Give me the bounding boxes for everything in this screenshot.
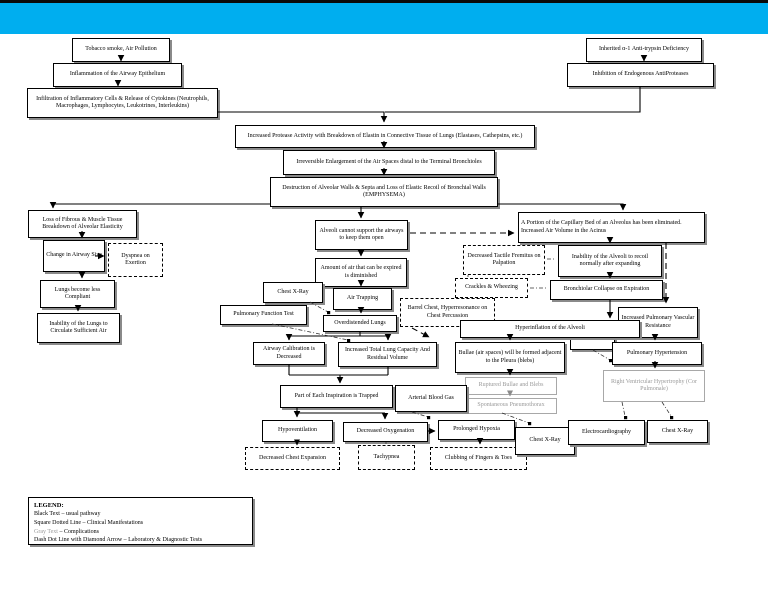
node-decreased-oxygenation: Decreased Oxygenation — [343, 422, 428, 442]
node-prolonged-hypoxia: Prolonged Hypoxia — [438, 420, 515, 440]
legend-gray-text: Gray Text — [34, 528, 58, 535]
node-inspiration-trapped: Part of Each Inspiration is Trapped — [280, 385, 393, 408]
node-alveoli-cannot-recoil: Inability of the Alveoli to recoil norma… — [558, 245, 662, 277]
legend-title: LEGEND: — [34, 502, 64, 509]
node-chest-xray-2: Chest X-Ray — [515, 427, 575, 455]
node-ruptured-bullae: Ruptured Bullae and Blebs — [465, 377, 557, 395]
legend-box: LEGEND: Black Text – usual pathway Squar… — [28, 497, 253, 545]
node-cor-pulmonale: Right Ventricular Hypertrophy (Cor Pulmo… — [603, 370, 705, 402]
node-capillary-bed-eliminated: A Portion of the Capillary Bed of an Alv… — [518, 212, 705, 243]
node-electrocardiography: Electrocardiography — [568, 420, 645, 445]
node-antitrypsin-deficiency: Inherited α-1 Anti-trypsin Deficiency — [586, 38, 702, 62]
node-decreased-tactile-fremitus: Decreased Tactile Fremitus on Palpation — [463, 245, 545, 275]
node-expired-air-diminished: Amount of air that can be expired is dim… — [315, 258, 407, 287]
node-clubbing: Clubbing of Fingers & Toes — [430, 447, 527, 470]
node-inflammatory-cells: Infiltration of Inflammatory Cells & Rel… — [27, 88, 218, 118]
node-protease-activity: Increased Protease Activity with Breakdo… — [235, 125, 535, 148]
node-increased-tlc: Increased Total Lung Capacity And Residu… — [338, 342, 437, 367]
node-overdistended-lungs: Overdistended Lungs — [323, 315, 397, 332]
top-rule — [0, 0, 768, 3]
node-loss-fibrous-tissue: Loss of Fibrous & Muscle Tissue Breakdow… — [28, 210, 137, 238]
node-emphysema: Destruction of Alveolar Walls & Septa an… — [270, 177, 498, 207]
node-chest-xray-1: Chest X-Ray — [263, 282, 323, 303]
node-inability-circulate-air: Inability of the Lungs to Circulate Suff… — [37, 313, 120, 343]
legend-complications-text: – Complications — [57, 528, 99, 535]
node-bullae-formation: Bullae (air spaces) will be formed adjac… — [455, 342, 565, 373]
node-antiprotease-inhibition: Inhibition of Endogenous AntiProteases — [567, 63, 714, 87]
header-bar — [0, 3, 768, 34]
node-alveoli-cannot-support: Alveoli cannot support the airways to ke… — [315, 220, 408, 250]
legend-usual-pathway: Black Text – usual pathway — [34, 511, 101, 518]
node-decreased-chest-expansion: Decreased Chest Expansion — [245, 447, 340, 470]
node-dyspnea-on-exertion: Dyspnea on Exertion — [108, 243, 163, 277]
legend-complications: Gray Text – Complications — [34, 528, 247, 537]
node-arterial-blood-gas: Arterial Blood Gas — [395, 385, 467, 412]
node-airway-calibration-decreased: Airway Calibration is Decreased — [253, 342, 325, 365]
node-crackles-wheezing: Crackles & Wheezing — [455, 278, 528, 298]
node-tobacco-smoke: Tobacco smoke, Air Pollution — [72, 38, 170, 62]
node-bronchiolar-collapse: Bronchiolar Collapse on Expiration — [550, 280, 663, 300]
node-pulmonary-function-test: Pulmonary Function Test — [220, 305, 307, 325]
node-barrel-chest: Barrel Chest, Hyperresonance on Chest Pe… — [400, 298, 495, 327]
node-change-airway-size: Change in Airway Size — [43, 240, 105, 272]
legend-clinical-manifestations: Square Dotted Line – Clinical Manifestat… — [34, 520, 144, 527]
node-lungs-less-compliant: Lungs become less Compliant — [40, 280, 115, 308]
node-hyperinflation-alveoli: Hyperinflation of the Alveoli — [460, 320, 640, 338]
node-tachypnea: Tachypnea — [358, 445, 415, 470]
node-chest-xray-3: Chest X-Ray — [647, 420, 708, 443]
node-hypoventilation: Hypoventilation — [262, 420, 333, 442]
node-airway-inflammation: Inflammation of the Airway Epithelium — [53, 63, 182, 87]
node-pulmonary-hypertension: Pulmonary Hypertension — [612, 342, 702, 365]
legend-lab-tests: Dash Dot Line with Diamond Arrow – Labor… — [34, 537, 203, 544]
node-airspace-enlargement: Irreversible Enlargement of the Air Spac… — [283, 150, 495, 175]
node-spontaneous-pneumothorax: Spontaneous Pneumothorax — [465, 398, 557, 414]
node-air-trapping: Air Trapping — [333, 288, 392, 310]
